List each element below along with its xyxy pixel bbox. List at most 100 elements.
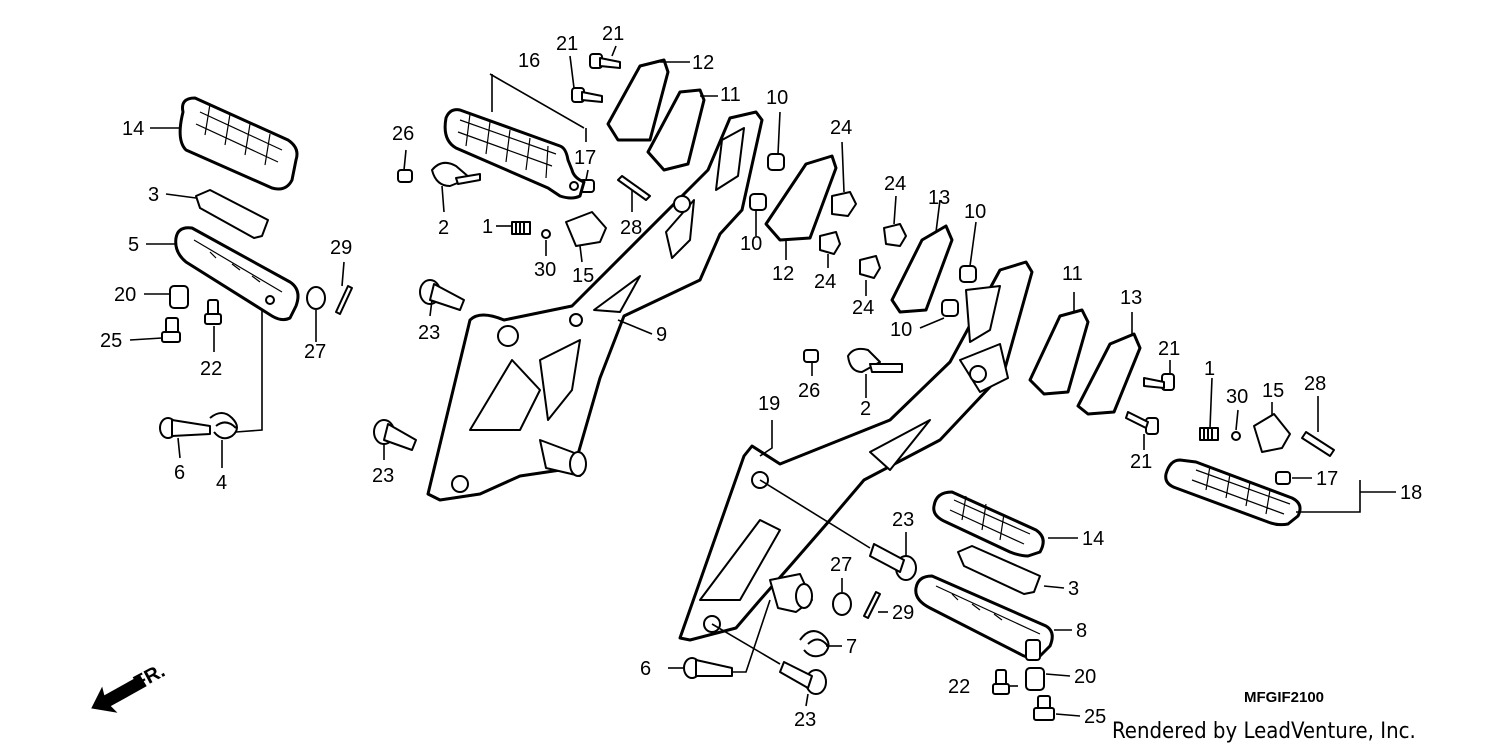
collar-right <box>1025 667 1045 691</box>
label-23-mid-right: 23 <box>892 509 914 531</box>
label-21-right-a: 21 <box>1158 338 1180 360</box>
label-13-mid: 13 <box>928 187 950 209</box>
label-21-top-a: 21 <box>602 23 624 45</box>
label-2-left: 2 <box>438 217 449 239</box>
nut-24-c <box>883 223 907 247</box>
label-12-mid: 12 <box>772 263 794 285</box>
plate-12-mid <box>764 154 838 242</box>
collar-10-a <box>767 153 785 171</box>
rubber-11-top <box>646 88 706 172</box>
label-26-left: 26 <box>392 123 414 145</box>
cotter-pin-left <box>335 285 353 315</box>
label-10-a: 10 <box>766 87 788 109</box>
label-5-left: 5 <box>128 234 139 256</box>
label-29-right: 29 <box>892 602 914 624</box>
label-15-right: 15 <box>1262 380 1284 402</box>
bolt-25-right <box>1033 695 1055 721</box>
label-11-top: 11 <box>720 84 741 106</box>
washer-right <box>832 592 852 616</box>
ball-right <box>1231 431 1241 441</box>
bolt-23-upper-left <box>419 279 465 311</box>
label-13-right: 13 <box>1120 287 1142 309</box>
label-30-left: 30 <box>534 259 556 281</box>
nut-24-a <box>831 191 857 217</box>
bolt-23-lower-left <box>373 419 417 451</box>
ball-left <box>541 229 551 239</box>
collar-10-b <box>749 193 767 211</box>
label-12-top: 12 <box>692 52 714 74</box>
label-leaders <box>129 45 1319 717</box>
footpeg-16 <box>443 73 587 200</box>
bolt-22-left <box>204 299 222 325</box>
pivot-plate-right <box>847 347 903 373</box>
washer-left <box>306 286 326 310</box>
label-14-right: 14 <box>1082 528 1104 550</box>
label-15-left: 15 <box>572 265 594 287</box>
label-1-left: 1 <box>482 216 493 238</box>
label-24-a: 24 <box>830 117 852 139</box>
label-24-c: 24 <box>884 173 906 195</box>
label-6-right: 6 <box>640 658 651 680</box>
credit-text: Rendered by LeadVenture, Inc. <box>1112 719 1416 744</box>
bolt-26-right <box>803 349 819 363</box>
label-24-d: 24 <box>852 297 874 319</box>
label-10-c: 10 <box>964 201 986 223</box>
bolt-26-left <box>397 169 413 183</box>
pin-28-right <box>1301 431 1335 457</box>
screw-21-top <box>571 53 621 103</box>
plate-12-top <box>606 58 670 142</box>
label-6-left: 6 <box>174 462 185 484</box>
rubber-11-right <box>1028 308 1090 396</box>
label-2-right: 2 <box>860 398 871 420</box>
label-30-right: 30 <box>1226 386 1248 408</box>
bracket-left <box>426 110 764 502</box>
footpeg-left <box>174 226 300 322</box>
label-23-lower-left: 23 <box>372 465 394 487</box>
label-21-top-b: 21 <box>556 33 578 55</box>
front-arrow-icon: FR. <box>91 660 169 713</box>
leader-23-low <box>711 623 781 665</box>
label-23-upper-left: 23 <box>418 322 440 344</box>
label-29-left: 29 <box>330 237 352 259</box>
nut-24-d <box>859 255 881 279</box>
label-25-right: 25 <box>1084 706 1106 728</box>
screw-21-right <box>1125 373 1175 435</box>
footpeg-rubber-right <box>932 490 1045 558</box>
holder-left <box>565 211 607 247</box>
label-22-left: 22 <box>200 358 222 380</box>
collar-left <box>169 285 189 309</box>
label-24-b: 24 <box>814 271 836 293</box>
label-28-right: 28 <box>1304 373 1326 395</box>
label-17-right: 17 <box>1316 468 1338 490</box>
label-3-left: 3 <box>148 184 159 206</box>
cotter-pin-right <box>863 591 881 619</box>
pin-left <box>159 417 211 439</box>
label-27-right: 27 <box>830 554 852 576</box>
bolt-25-left <box>161 317 181 343</box>
bushing-right <box>1275 471 1291 485</box>
label-17-left: 17 <box>574 147 596 169</box>
label-27-left: 27 <box>304 341 326 363</box>
label-1-right: 1 <box>1204 358 1215 380</box>
nut-24-b <box>819 231 841 255</box>
collar-10-c <box>959 265 977 283</box>
pin-28-left <box>617 175 651 201</box>
label-18: 18 <box>1400 482 1422 504</box>
label-10-d: 10 <box>890 319 912 341</box>
label-20-left: 20 <box>114 284 136 306</box>
label-26-right: 26 <box>798 380 820 402</box>
spring-1-left <box>511 221 531 235</box>
label-9: 9 <box>656 324 667 346</box>
spring-1-right <box>1199 427 1219 441</box>
footpeg-rubber-left <box>178 96 299 191</box>
label-25-left: 25 <box>100 330 122 352</box>
label-14-left: 14 <box>122 118 144 140</box>
bolt-22-right <box>992 669 1010 695</box>
holder-right <box>1253 413 1291 453</box>
label-28-left: 28 <box>620 217 642 239</box>
label-4-left: 4 <box>216 472 227 494</box>
spring-right <box>799 630 830 658</box>
footpeg-right <box>914 574 1054 661</box>
spring-left <box>209 310 263 440</box>
